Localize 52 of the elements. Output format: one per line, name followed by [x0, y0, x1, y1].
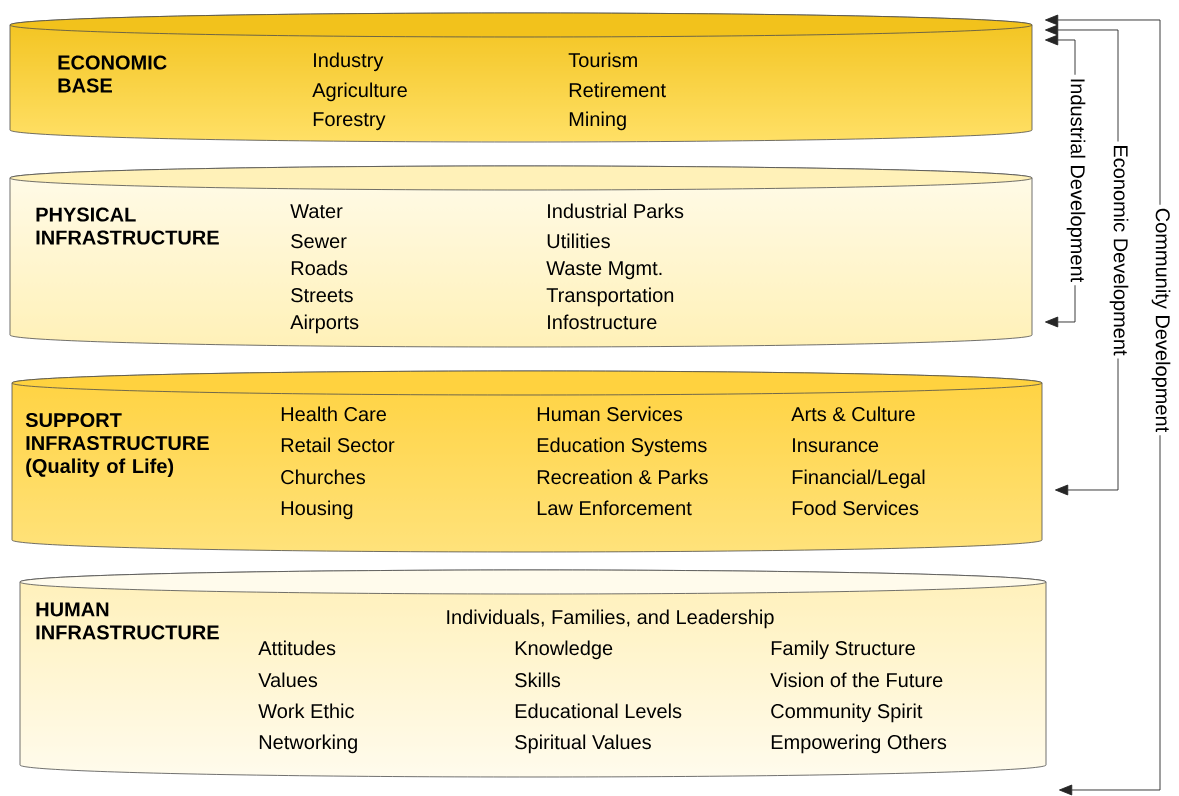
list-item: Health Care: [281, 406, 386, 422]
edge-label: Community Development: [1148, 204, 1174, 436]
list-item: Sewer: [291, 234, 347, 249]
list-item: Waste Mgmt.: [546, 261, 662, 280]
list-item: Insurance: [793, 438, 879, 453]
list-item: Utilities: [547, 233, 610, 249]
list-item: Transportation: [546, 287, 674, 307]
list-item: Values: [258, 672, 318, 688]
list-item: Agriculture: [312, 82, 407, 102]
cylinder-band: [11, 370, 1043, 553]
list-item: Recreation & Parks: [537, 469, 708, 485]
list-item: Streets: [291, 288, 353, 303]
list-item: Education Systems: [537, 437, 707, 457]
list-item: Industrial Parks: [548, 203, 684, 219]
list-item: Retail Sector: [281, 437, 395, 453]
list-item: Law Enforcement: [537, 500, 692, 516]
list-item: Churches: [281, 469, 366, 485]
list-item: Arts & Culture: [791, 406, 915, 422]
list-item: Water: [290, 204, 343, 219]
list-item: Attitudes: [258, 640, 336, 656]
list-item: Airports: [290, 314, 359, 334]
list-item: Forestry: [313, 112, 386, 131]
list-item: Skills: [515, 672, 561, 688]
list-item: Retirement: [569, 82, 666, 98]
list-item: Roads: [291, 260, 348, 276]
list-item: Work Ethic: [258, 703, 354, 719]
heading: HUMAN INFRASTRUCTURE: [36, 602, 219, 640]
list-item: Industry: [314, 52, 384, 72]
list-item: Mining: [569, 111, 626, 131]
cylinder-band: [9, 165, 1033, 348]
cylinder-band: [9, 12, 1033, 143]
list-item: Human Services: [537, 406, 683, 422]
list-item: Educational Levels: [515, 703, 682, 719]
list-item: Vision of the Future: [770, 672, 943, 688]
list-item: Tourism: [568, 52, 637, 68]
heading: SUPPORT INFRASTRUCTURE (Quality of Life): [25, 412, 209, 478]
list-item: Knowledge: [515, 640, 613, 660]
list-item: Infostructure: [548, 314, 657, 330]
heading: PHYSICAL INFRASTRUCTURE: [36, 207, 219, 245]
cylinder-band: [19, 569, 1047, 778]
list-item: Family Structure: [771, 640, 915, 660]
list-item: Community Spirit: [771, 703, 923, 723]
list-item: Empowering Others: [771, 734, 947, 754]
list-item: Networking: [259, 734, 357, 754]
list-item: Housing: [281, 500, 353, 520]
list-item: Food Services: [792, 500, 919, 516]
list-item: Spiritual Values: [515, 734, 651, 754]
subheading: Individuals, Families, and Leadership: [447, 609, 774, 629]
edge-label: Economic Development: [1106, 141, 1132, 359]
edge-label: Industrial Development: [1063, 74, 1089, 286]
heading: ECONOMIC BASE: [58, 55, 167, 93]
list-item: Financial/Legal: [792, 469, 925, 489]
